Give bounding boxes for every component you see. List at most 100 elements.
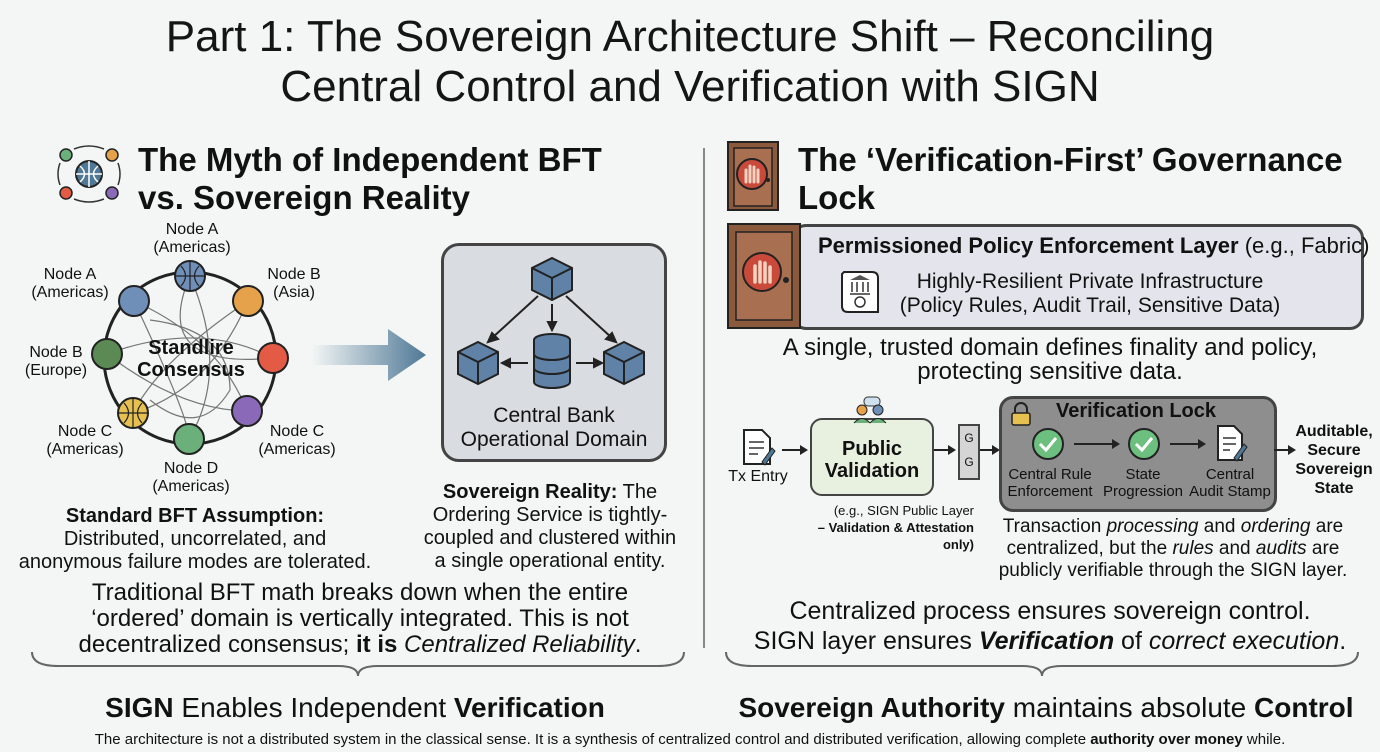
tx-text-italic: ordering	[1240, 516, 1311, 537]
sovereign-reality-line-2: Ordering Service is tightly-	[432, 504, 668, 526]
consensus-label-line-1: Standlire	[148, 337, 234, 359]
consensus-label-line-2: Consensus	[137, 359, 245, 381]
sovereign-reality-line-4: a single operational entity.	[434, 550, 666, 572]
public-note-line-2: – Validation & Attestation only)	[817, 520, 974, 552]
gate-letter: G	[964, 431, 974, 445]
left-heading: The Myth of Independent BFT vs. Sovereig…	[138, 141, 602, 217]
node-region: (Asia)	[273, 284, 315, 301]
node-name: Node A	[43, 266, 97, 283]
sovereign-reality-line-1: The	[617, 481, 658, 503]
correct-execution-text: correct execution	[1148, 627, 1340, 655]
central-process-text-part: of	[1114, 627, 1149, 655]
arrow-icon	[1074, 439, 1120, 449]
right-heading-line-1: The ‘Verification-First’ Governance	[798, 141, 1343, 178]
door-icon	[727, 223, 801, 329]
node-name: Node B	[29, 344, 83, 361]
right-bottom-caption: Sovereign Authority maintains absolute C…	[712, 692, 1380, 724]
tx-text: Transaction	[1002, 516, 1107, 537]
verification-lock-title: Verification Lock	[1055, 400, 1217, 422]
tx-text-italic: processing	[1106, 516, 1199, 537]
ordering-cluster-icon	[457, 256, 645, 389]
trusted-domain-line-1: A single, trusted domain defines finalit…	[782, 334, 1318, 361]
gate-block: G G	[958, 424, 980, 480]
node-region: (Americas)	[46, 441, 124, 458]
node-region: (Americas)	[153, 239, 231, 256]
lock-step-line: Progression	[1102, 483, 1184, 500]
left-caption-middle: Enables Independent	[173, 692, 454, 723]
public-validation-box	[810, 418, 934, 496]
lock-step-line: Central	[1205, 466, 1255, 483]
transaction-text: Transaction processing and ordering are …	[980, 516, 1366, 582]
centralized-reliability-text: Centralized Reliability	[404, 631, 635, 658]
outcome-line: State	[1314, 480, 1354, 497]
node-label-upper-right: Node B (Asia)	[252, 266, 336, 302]
node-name: Node A	[165, 221, 219, 238]
policy-title-suffix: (e.g., Fabric)	[1238, 233, 1370, 258]
tx-text: are	[1310, 516, 1344, 537]
footer-text-part: The architecture is not a distributed sy…	[94, 731, 1091, 748]
consensus-network-diagram	[91, 260, 289, 455]
infrastructure-line-1: Highly-Resilient Private Infrastructure	[916, 270, 1264, 293]
bft-breakdown-paragraph: Traditional BFT math breaks down when th…	[20, 580, 700, 658]
title-line-2: Central Control and Verification with SI…	[280, 62, 1100, 111]
lock-step-line: Enforcement	[1007, 483, 1093, 500]
bft-paragraph-line-3: decentralized consensus;	[78, 631, 357, 658]
title-line-1: Part 1: The Sovereign Architecture Shift…	[165, 12, 1215, 61]
arrow-icon	[980, 445, 1000, 455]
lock-step-audit: Central Audit Stamp	[1186, 466, 1274, 500]
node-label-bottom: Node D (Americas)	[148, 460, 234, 496]
consensus-label: Standlire Consensus	[130, 337, 252, 381]
audit-document-icon	[1217, 425, 1248, 462]
tx-text-italic: rules	[1172, 538, 1214, 559]
central-bank-label-line-2: Operational Domain	[460, 428, 648, 451]
check-badge-icon	[1128, 428, 1160, 460]
node-label-top: Node A (Americas)	[150, 221, 234, 257]
footer-emphasis: authority over money	[1090, 731, 1243, 748]
lock-step-state: State Progression	[1100, 466, 1186, 500]
left-bottom-caption: SIGN Enables Independent Verification	[0, 692, 710, 724]
policy-title-bold: Permissioned Policy Enforcement Layer	[818, 233, 1239, 258]
node-name: Node D	[163, 460, 219, 477]
people-chat-icon	[853, 396, 887, 424]
public-note-line-1: (e.g., SIGN Public Layer	[833, 503, 974, 518]
node-name: Node B	[267, 266, 321, 283]
outcome-line: Secure	[1307, 442, 1361, 459]
node-region: (Americas)	[31, 284, 109, 301]
bft-assumption-line-2: anonymous failure modes are tolerated.	[18, 551, 372, 573]
tx-text: publicly verifiable through the SIGN lay…	[998, 560, 1348, 581]
bft-assumption: Standard BFT Assumption: Distributed, un…	[0, 505, 390, 574]
left-heading-line-2: vs. Sovereign Reality	[138, 179, 470, 216]
page-title: Part 1: The Sovereign Architecture Shift…	[0, 12, 1380, 112]
node-label-lower-left: Node C (Americas)	[40, 423, 130, 459]
central-bank-label: Central Bank Operational Domain	[441, 404, 667, 452]
outcome-line: Sovereign	[1295, 461, 1373, 478]
trusted-domain-text: A single, trusted domain defines finalit…	[720, 336, 1380, 384]
document-scroll-icon	[841, 271, 879, 313]
sign-text: SIGN	[105, 692, 174, 723]
left-heading-line-1: The Myth of Independent BFT	[138, 141, 602, 178]
tx-text: are	[1306, 538, 1340, 559]
control-text: Control	[1254, 692, 1354, 723]
bft-assumption-line-1: Distributed, uncorrelated, and	[63, 528, 327, 550]
arrow-icon	[1170, 439, 1206, 449]
check-badge-icon	[1032, 428, 1064, 460]
tx-entry-label: Tx Entry	[728, 468, 788, 485]
central-process-text-part: .	[1339, 627, 1347, 655]
tx-text: and	[1213, 538, 1256, 559]
public-validation-line-1: Public	[841, 438, 902, 460]
gate-letter: G	[964, 455, 974, 469]
sovereign-authority-text: Sovereign Authority	[738, 692, 1005, 723]
public-validation-line-2: Validation	[824, 460, 920, 482]
lock-step-line: Audit Stamp	[1189, 483, 1271, 500]
section-divider	[703, 148, 705, 648]
infrastructure-line-2: (Policy Rules, Audit Trail, Sensitive Da…	[899, 294, 1281, 317]
node-region: (Europe)	[24, 362, 88, 379]
central-bank-label-line-1: Central Bank	[493, 404, 615, 427]
arrow-icon	[1274, 445, 1296, 455]
node-name: Node C	[57, 423, 113, 440]
bft-paragraph-period: .	[634, 631, 642, 658]
bft-paragraph-line-1: Traditional BFT math breaks down when th…	[91, 579, 629, 606]
public-validation-label: Public Validation	[810, 438, 934, 482]
right-heading: The ‘Verification-First’ Governance Lock	[798, 141, 1343, 217]
footer-text-part: while.	[1242, 731, 1286, 748]
